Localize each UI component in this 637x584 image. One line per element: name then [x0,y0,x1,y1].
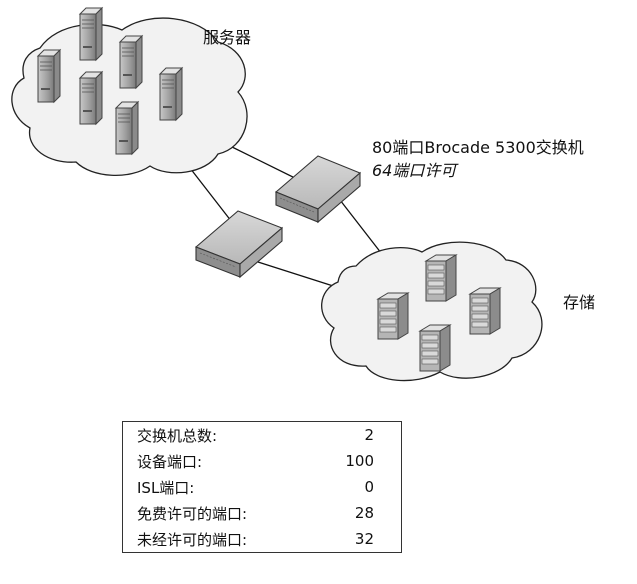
switch-icon [274,155,362,224]
port-summary-table: 交换机总数: 2 设备端口: 100 ISL端口: 0 免费许可的端口: 28 … [122,421,402,553]
storage-cloud [321,241,543,382]
stat-label: 交换机总数: [137,426,218,445]
servers-label: 服务器 [203,28,252,47]
stat-value: 100 [345,452,374,470]
switch-license-label: 64端口许可 [372,161,457,180]
link-servers-switch-lower [189,167,236,227]
server-icon [79,71,103,125]
stat-label: 免费许可的端口: [137,504,248,523]
storage-icon [377,292,409,340]
link-switch-upper-storage [339,199,386,259]
table-row: 免费许可的端口: 28 [123,500,402,526]
storage-icon [425,254,457,302]
stat-label: ISL端口: [137,478,195,497]
stat-value: 0 [364,478,374,496]
storage-label: 存储 [563,293,596,312]
link-servers-switch-upper [227,144,306,184]
stat-value: 2 [364,426,374,444]
stat-label: 设备端口: [137,452,203,471]
stat-value: 28 [354,504,374,522]
server-icon [79,7,103,61]
table-row: 未经许可的端口: 32 [123,526,402,553]
switch-title-label: 80端口Brocade 5300交换机 [372,138,584,157]
server-icon [119,35,143,89]
table-row: ISL端口: 0 [123,474,402,500]
storage-icon [469,287,501,335]
stat-value: 32 [354,530,374,548]
server-icon [159,67,183,121]
server-cloud [11,17,248,176]
server-icon [37,49,61,103]
storage-icon [419,324,451,372]
switch-icon [194,210,284,279]
stat-label: 未经许可的端口: [137,530,248,549]
table-row: 交换机总数: 2 [123,422,402,449]
table-row: 设备端口: 100 [123,448,402,474]
server-icon [115,101,139,155]
